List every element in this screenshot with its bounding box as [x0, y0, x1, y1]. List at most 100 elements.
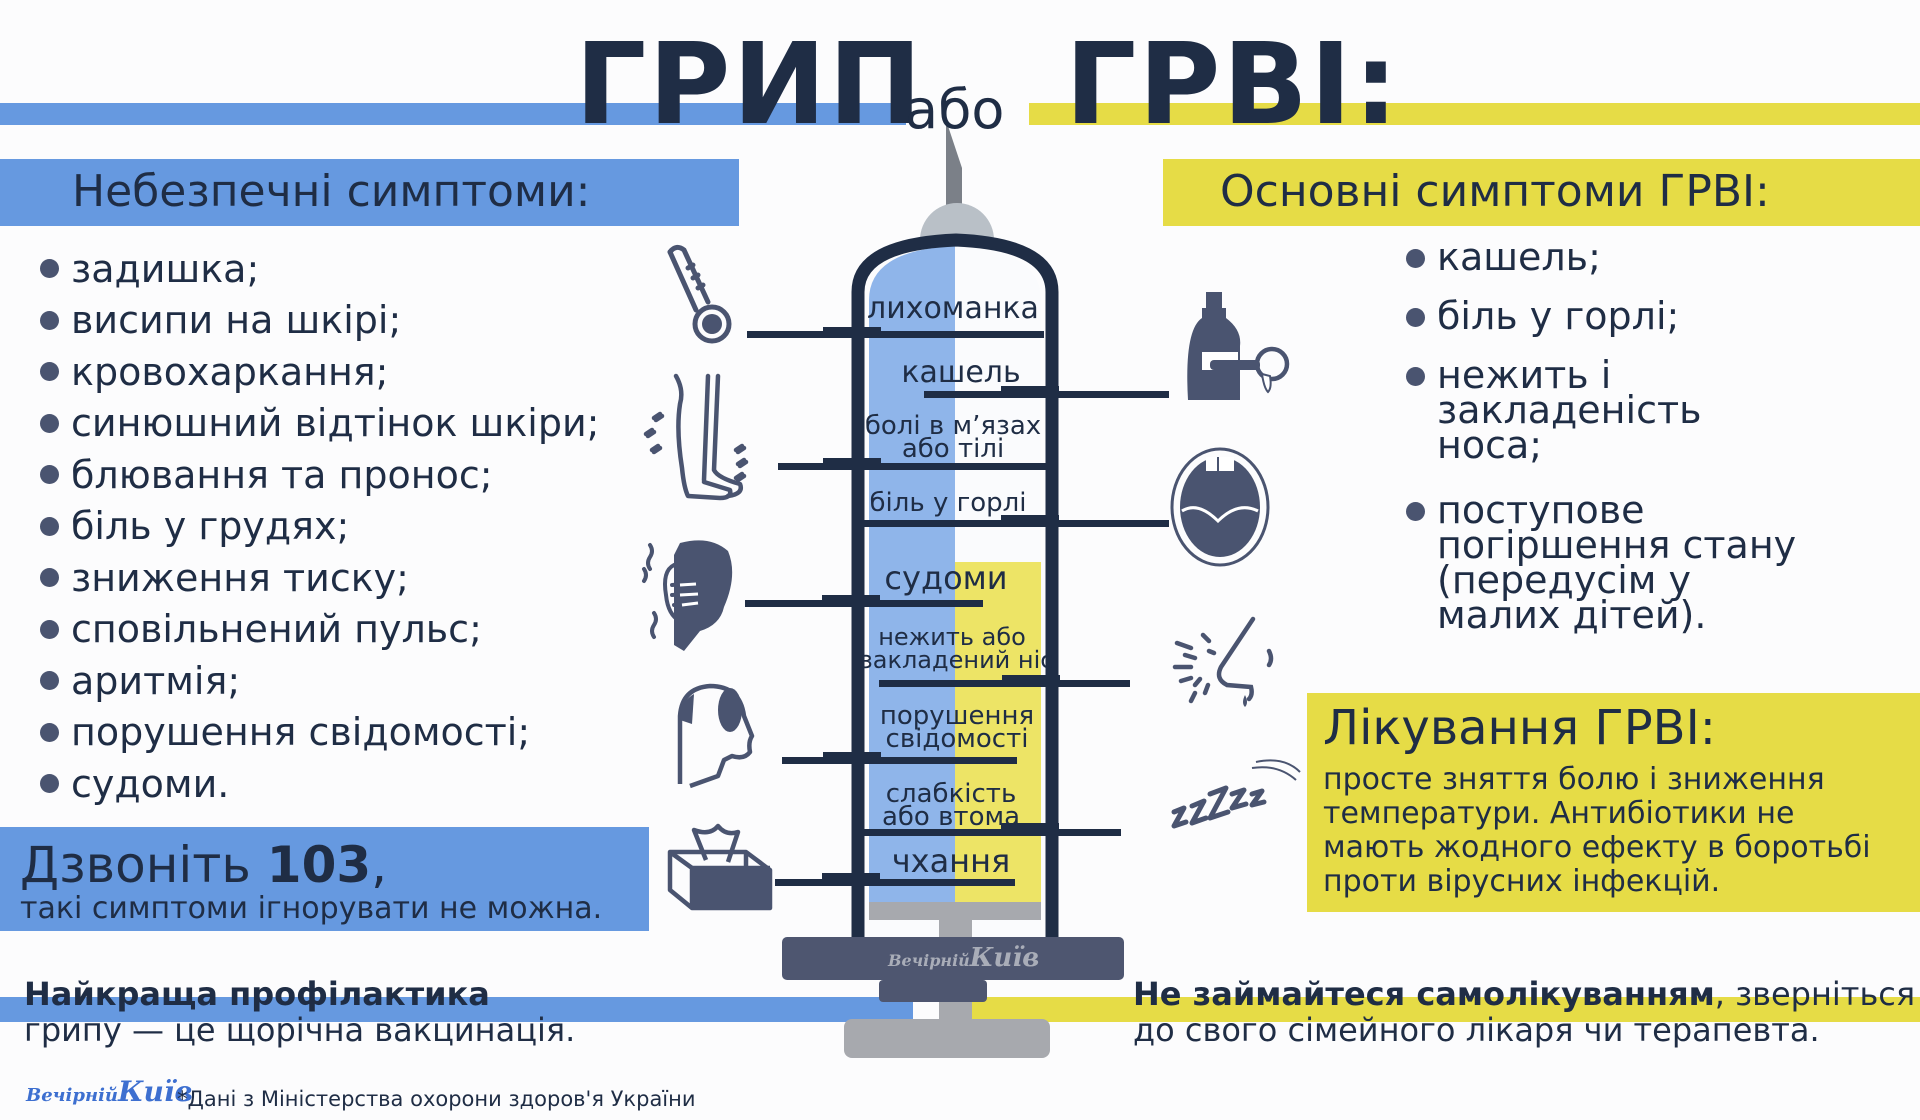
syringe-watermark: ВечірнійКиїв — [888, 943, 1039, 973]
syringe-label: біль у горлі — [858, 488, 1038, 518]
bullet-icon — [40, 722, 59, 742]
plunger-gap-left — [869, 920, 939, 938]
prevention-bold: Найкраща профілактика — [24, 975, 490, 1013]
treatment-box: Лікування ГРВІ: просте зняття болю і зни… — [1307, 693, 1920, 912]
syringe-needle — [946, 120, 962, 222]
symptom-text: порушення свідомості; — [71, 710, 531, 755]
bullet-icon — [40, 619, 59, 639]
self-treatment-advice: Не займайтеся самолікуванням, зверніться… — [1133, 976, 1915, 1048]
symptom-text: висипи на шкірі; — [71, 298, 402, 343]
title-bar-yellow — [1029, 103, 1920, 125]
label-line: або втома — [881, 802, 1021, 832]
syringe-graphic — [782, 120, 1124, 1058]
symptom-text: сповільнений пульс; — [71, 607, 482, 652]
shelf-fever — [747, 331, 1044, 338]
bottom-bar-yellow — [970, 997, 1920, 1022]
flu-heading: Небезпечні симптоми: — [72, 166, 591, 217]
list-item: блювання та пронос; — [40, 449, 599, 501]
symptom-text: синюшний відтінок шкіри; — [71, 401, 600, 446]
symptom-text: блювання та пронос; — [71, 452, 493, 497]
call-subtitle: такі симптоми ігнорувати не можна. — [20, 891, 603, 926]
sneezing-nose-icon — [1172, 616, 1274, 707]
arvi-heading: Основні симптоми ГРВІ: — [1220, 166, 1770, 217]
tissue-box-icon — [667, 823, 773, 911]
list-item: задишка; — [40, 243, 599, 295]
watermark-word-1: Вечірній — [888, 951, 970, 970]
treatment-body: просте зняття болю і зниження температур… — [1323, 762, 1871, 899]
list-item: нежить і закладеність носа; — [1406, 353, 1736, 467]
call-emergency-box: Дзвоніть 103, такі симптоми ігнорувати н… — [0, 827, 649, 931]
logo-word-1: Вечірній — [26, 1085, 119, 1106]
syringe-label: лихоманка — [862, 292, 1044, 326]
syringe-flange — [782, 937, 1124, 980]
bullet-icon — [40, 465, 59, 485]
list-item: судоми. — [40, 758, 599, 810]
bullet-icon — [40, 259, 59, 279]
headache-icon — [642, 540, 733, 651]
source-note: *Дані з Міністерства охорони здоров'я Ук… — [177, 1087, 696, 1111]
list-item: висипи на шкірі; — [40, 295, 599, 347]
advice-line2: до свого сімейного лікаря чи терапевта. — [1133, 1011, 1820, 1049]
syringe-fill-blue — [869, 246, 955, 902]
bottom-bar-blue — [0, 997, 913, 1022]
plunger-thumb — [844, 1019, 1050, 1058]
syringe-fill-white — [955, 246, 1041, 562]
bullet-icon — [1406, 367, 1425, 386]
prevention-rest: грипу — це щорічна вакцинація. — [24, 1011, 576, 1049]
title-connector: або — [905, 78, 1005, 141]
aching-legs-icon — [643, 373, 749, 501]
list-item: синюшний відтінок шкіри; — [40, 398, 599, 450]
list-item: біль у грудях; — [40, 501, 599, 553]
bullet-icon — [40, 310, 59, 330]
title-arvi: ГРВІ: — [1065, 20, 1401, 150]
symptom-text: кашель; — [1437, 235, 1601, 279]
shelf-tab — [823, 752, 881, 761]
shelf-tab — [1002, 675, 1060, 684]
shelf-tab — [1001, 823, 1059, 832]
list-item: кровохаркання; — [40, 346, 599, 398]
bullet-icon — [40, 671, 59, 691]
shelf-weakness — [858, 829, 1121, 836]
bullet-icon — [40, 568, 59, 588]
prevention-text: Найкраща профілактика грипу — це щорічна… — [24, 976, 575, 1048]
label-line: кашель — [901, 355, 1021, 390]
syringe-label: кашель — [880, 356, 1042, 390]
advice-line1: Не займайтеся самолікуванням, зверніться — [1133, 976, 1915, 1012]
label-line: або тілі — [901, 434, 1005, 464]
symptom-text: судоми. — [71, 761, 230, 806]
label-line: слабкість — [885, 779, 1017, 809]
label-line: біль у горлі — [869, 488, 1027, 518]
open-mouth-throat-icon — [1170, 447, 1270, 567]
syringe-label: судоми — [868, 560, 1024, 596]
list-item: поступове погіршення стану (передусім у … — [1406, 488, 1826, 637]
arvi-symptom-list: кашель; біль у горлі; нежить і закладені… — [1406, 235, 1906, 657]
call-suffix: , — [371, 836, 388, 894]
label-line: болі в м’язах — [864, 411, 1042, 441]
list-item: зниження тиску; — [40, 552, 599, 604]
footer-logo: ВечірнійКиїв — [26, 1075, 193, 1108]
bullet-icon — [1406, 502, 1425, 521]
symptom-text: зниження тиску; — [71, 555, 409, 600]
plunger-head — [869, 902, 1041, 920]
plunger-gap-right — [972, 920, 1041, 938]
label-line: нежить або — [878, 623, 1026, 651]
symptom-text: нежить і закладеність носа; — [1437, 353, 1702, 467]
bullet-icon — [40, 516, 59, 536]
list-item: сповільнений пульс; — [40, 604, 599, 656]
syringe-flange-lower — [879, 980, 987, 1002]
syringe-barrel — [851, 233, 1059, 937]
shelf-tab — [1001, 515, 1059, 524]
bullet-icon — [40, 774, 59, 794]
symptom-text: поступове погіршення стану (передусім у … — [1437, 488, 1797, 637]
shelf-tab — [1001, 386, 1059, 395]
title-flu: ГРИП — [575, 20, 924, 150]
dizzy-head-icon — [677, 683, 755, 789]
symptom-text: біль у горлі; — [1437, 294, 1680, 338]
shelf-tab — [822, 873, 880, 882]
shelf-tab — [823, 327, 881, 336]
arvi-heading-box: Основні симптоми ГРВІ: — [1163, 159, 1920, 226]
list-item: кашель; — [1406, 235, 1906, 279]
bullet-icon — [1406, 308, 1425, 327]
